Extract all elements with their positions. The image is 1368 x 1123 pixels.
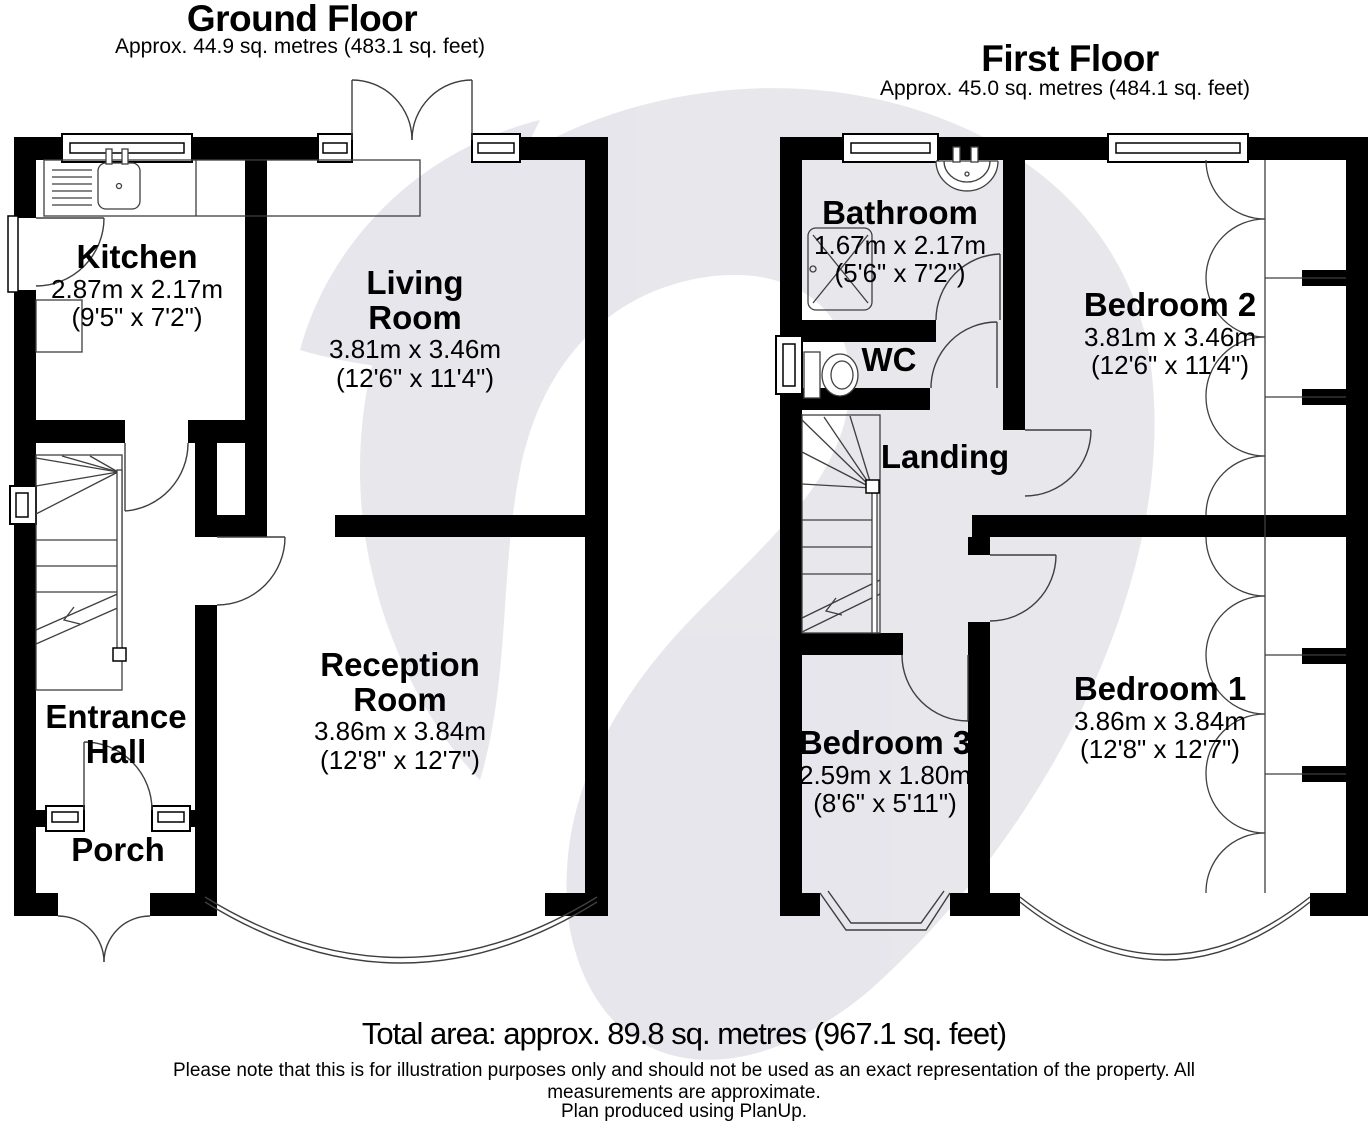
bedroom2-dims-metric: 3.81m x 3.46m [1084, 321, 1256, 352]
bedroom2-window-icon [1107, 133, 1249, 163]
bedroom1-label: Bedroom 1 3.86m x 3.84m (12'8" x 12'7") [1073, 670, 1247, 764]
kitchen-hall-door-icon [124, 442, 189, 512]
kitchen-side-door-frame [7, 215, 19, 293]
disclaimer-text: Please note that this is for illustratio… [172, 1060, 1196, 1104]
bedroom3-dims-imperial: (8'6" x 5'11") [813, 787, 957, 818]
drainer-icon [52, 169, 92, 206]
reception-room-dims-imperial: (12'8" x 12'7") [320, 744, 480, 775]
shower-icon [807, 227, 873, 311]
living-room-dims-imperial: (12'6" x 11'4") [336, 362, 494, 393]
stairs-window-icon [9, 485, 37, 525]
reception-room-name: Reception Room [320, 646, 480, 718]
hall-porch-door-icon [83, 741, 153, 811]
wc-name: WC [861, 341, 917, 378]
wardrobes-icon [1205, 159, 1346, 894]
bedroom3-door-icon [901, 654, 969, 722]
landing-name: Landing [880, 438, 1010, 475]
ground-floor-title: Ground Floor [186, 0, 418, 39]
ground-floor-doors [35, 79, 473, 963]
first-floor-title: First Floor [981, 38, 1159, 79]
bedroom3-name: Bedroom 3 [798, 724, 972, 761]
bathroom-fixtures [803, 146, 999, 399]
ground-floor-subtitle: Approx. 44.9 sq. metres (483.1 sq. feet) [114, 35, 486, 58]
reception-bay-window-icon [204, 896, 598, 964]
bedroom1-door-icon [989, 554, 1057, 622]
bedroom2-name: Bedroom 2 [1083, 286, 1257, 323]
wc-door-icon [930, 321, 998, 389]
first-floor-stairs-icon [801, 414, 881, 634]
bedroom3-label: Bedroom 3 2.59m x 1.80m (8'6" x 5'11") [798, 724, 972, 818]
porch-window-right-icon [151, 805, 191, 832]
reception-room-dims-metric: 3.86m x 3.84m [314, 716, 486, 747]
bathroom-sink-icon [935, 146, 999, 192]
first-floor-doors [901, 253, 1092, 722]
first-floor-windows [775, 133, 1249, 395]
entrance-hall-name: Entrance Hall [45, 698, 187, 770]
living-room-dims-metric: 3.81m x 3.46m [329, 334, 501, 365]
kitchen-side-door-icon [35, 217, 105, 287]
bedroom3-bay-window-icon [819, 890, 951, 931]
wc-window-icon [775, 335, 803, 395]
landing-label: Landing [880, 438, 1010, 475]
bedroom3-dims-metric: 2.59m x 1.80m [799, 759, 971, 790]
credit-text: Plan produced using PlanUp. [560, 1101, 808, 1122]
bedroom2-label: Bedroom 2 3.81m x 3.46m (12'6" x 11'4") [1083, 286, 1257, 380]
watermark-logo-icon [300, 88, 1155, 1060]
wc-label: WC [861, 341, 917, 378]
bedroom1-bay-window-icon [1019, 896, 1311, 961]
bathroom-name: Bathroom [822, 194, 978, 231]
bedroom2-door-icon [1024, 429, 1092, 497]
ground-floor-stairs-icon [35, 454, 127, 691]
kitchen-fixtures [35, 148, 421, 353]
bathroom-dims-metric: 1.67m x 2.17m [814, 229, 986, 260]
reception-room-label: Reception Room 3.86m x 3.84m (12'8" x 12… [295, 646, 505, 775]
bathroom-window-icon [842, 133, 939, 163]
first-floor-subtitle: Approx. 45.0 sq. metres (484.1 sq. feet) [879, 77, 1251, 100]
porch-label: Porch [71, 831, 165, 868]
bedroom1-dims-imperial: (12'8" x 12'7") [1080, 733, 1240, 764]
living-room-window-icon [317, 133, 353, 163]
total-area-text: Total area: approx. 89.8 sq. metres (967… [361, 1016, 1007, 1051]
kitchen-appliance-icon [35, 299, 83, 353]
porch-window-left-icon [45, 805, 85, 832]
kitchen-label: Kitchen 2.87m x 2.17m (9'5" x 7'2") [51, 238, 223, 332]
kitchen-name: Kitchen [76, 238, 198, 275]
bathroom-label: Bathroom 1.67m x 2.17m (5'6" x 7'2") [814, 194, 986, 288]
first-floor-walls [780, 137, 1368, 916]
toilet-icon [803, 351, 859, 399]
bedroom1-dims-metric: 3.86m x 3.84m [1074, 705, 1246, 736]
ground-floor-plan [7, 79, 608, 964]
living-room-window2-icon [471, 133, 521, 163]
porch-front-doors-icon [57, 915, 151, 963]
entrance-hall-label: Entrance Hall [19, 698, 214, 770]
porch-name: Porch [71, 831, 165, 868]
living-room-label: Living Room 3.81m x 3.46m (12'6" x 11'4"… [329, 264, 501, 393]
kitchen-counter-icon [43, 159, 421, 217]
living-room-name: Living Room [366, 264, 464, 336]
hall-reception-door-icon [216, 536, 286, 606]
ground-floor-walls [14, 137, 608, 916]
kitchen-sink-icon [97, 148, 141, 210]
bathroom-door-icon [935, 253, 1001, 321]
bedroom2-dims-imperial: (12'6" x 11'4") [1091, 349, 1249, 380]
bathroom-dims-imperial: (5'6" x 7'2") [834, 257, 966, 288]
kitchen-dims-metric: 2.87m x 2.17m [51, 273, 223, 304]
kitchen-dims-imperial: (9'5" x 7'2") [71, 301, 203, 332]
french-doors-icon [351, 79, 473, 141]
first-floor-plan [775, 133, 1368, 961]
ground-floor-windows [7, 133, 521, 832]
bedroom1-name: Bedroom 1 [1073, 670, 1247, 707]
